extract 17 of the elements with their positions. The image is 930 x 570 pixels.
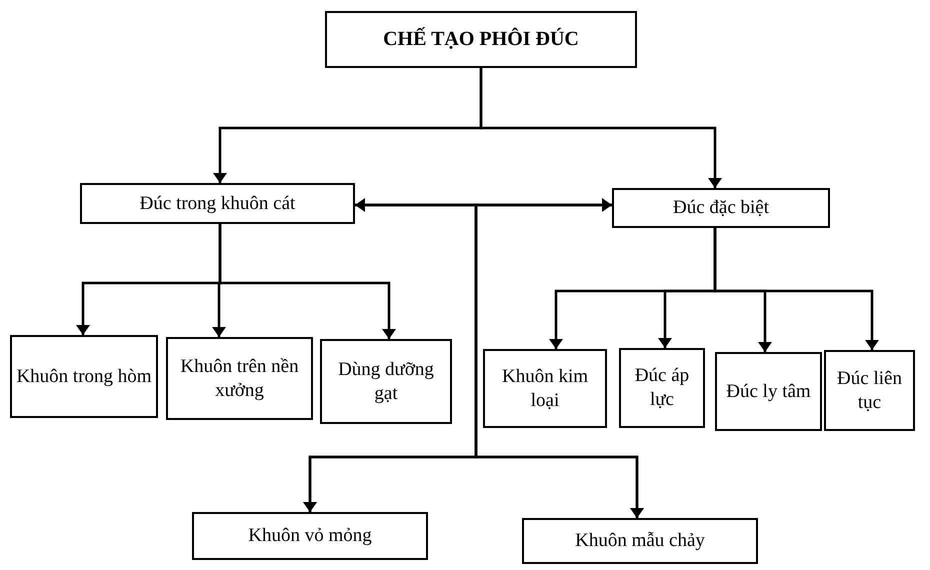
process-box: Đúc đặc biệt: [612, 188, 830, 228]
process-box: Đúc liên tục: [824, 350, 915, 431]
title-box: CHẾ TẠO PHÔI ĐÚC: [325, 11, 637, 68]
process-box: Khuôn vỏ mỏng: [192, 512, 428, 560]
arrow: [714, 228, 879, 350]
arrow: [218, 224, 396, 339]
arrow: [474, 204, 644, 518]
process-box: Khuôn trong hòm: [10, 335, 158, 418]
process-box: Khuôn mẫu chảy: [522, 518, 758, 564]
arrow: [480, 68, 722, 188]
process-box: Đúc ly tâm: [715, 352, 822, 431]
process-box: Đúc áp lực: [619, 348, 705, 428]
process-box: Khuôn kim loại: [483, 349, 607, 428]
process-box: Khuôn trên nền xưởng: [166, 337, 313, 420]
process-box: Đúc trong khuôn cát: [80, 183, 355, 224]
arrow: [355, 198, 612, 212]
process-box: Dùng dưỡng gạt: [320, 339, 452, 424]
